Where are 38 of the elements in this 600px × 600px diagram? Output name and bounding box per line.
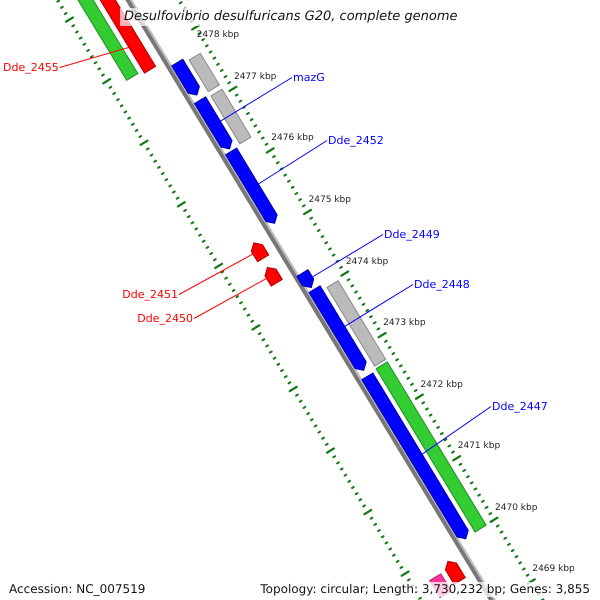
gene-label: mazG [293, 71, 325, 84]
leader-line [258, 140, 328, 184]
scale-label: 2469 kbp [532, 564, 575, 576]
leader-line [178, 254, 254, 295]
scale-label: 2475 kbp [308, 194, 351, 206]
gene-label: Dde_2455 [3, 61, 59, 74]
leader-line [344, 284, 414, 327]
gene-label: Dde_2448 [414, 278, 470, 291]
scale-label: 2473 kbp [383, 318, 426, 330]
scale-label: 2478 kbp [196, 30, 240, 41]
scale-label: 2474 kbp [346, 256, 388, 268]
leader-line [220, 77, 292, 122]
scale-label: 2472 kbp [420, 380, 463, 391]
gene-label: Dde_2452 [328, 134, 384, 147]
leader-line [312, 234, 384, 278]
leader-line [194, 278, 267, 319]
gene-segment [250, 242, 270, 262]
gene-segment [194, 96, 233, 150]
scale-label: 2470 kbp [495, 502, 538, 514]
scale-label: 2476 kbp [271, 133, 314, 144]
gene-segment [264, 266, 283, 287]
gene-segment [188, 52, 220, 92]
accession-text: Accession: NC_007519 [9, 582, 146, 597]
gene-segment [171, 58, 200, 96]
genome-summary: Topology: circular; Length: 3,730,232 bp; Genes: 3,855 [260, 582, 590, 597]
scale-label: 2477 kbp [234, 72, 276, 83]
gene-segment [210, 88, 252, 144]
gene-segment [224, 147, 278, 224]
leader-line [422, 406, 492, 455]
gene-label: Dde_2451 [122, 288, 178, 301]
gene-segment [308, 285, 367, 371]
scale-label: 2471 kbp [458, 441, 500, 452]
gene-label: Dde_2449 [384, 228, 440, 241]
leader-line [59, 46, 130, 68]
gene-segment [296, 269, 314, 288]
gene-label: Dde_2447 [492, 400, 548, 413]
gene-segment [444, 560, 466, 585]
gene-label: Dde_2450 [137, 312, 193, 325]
